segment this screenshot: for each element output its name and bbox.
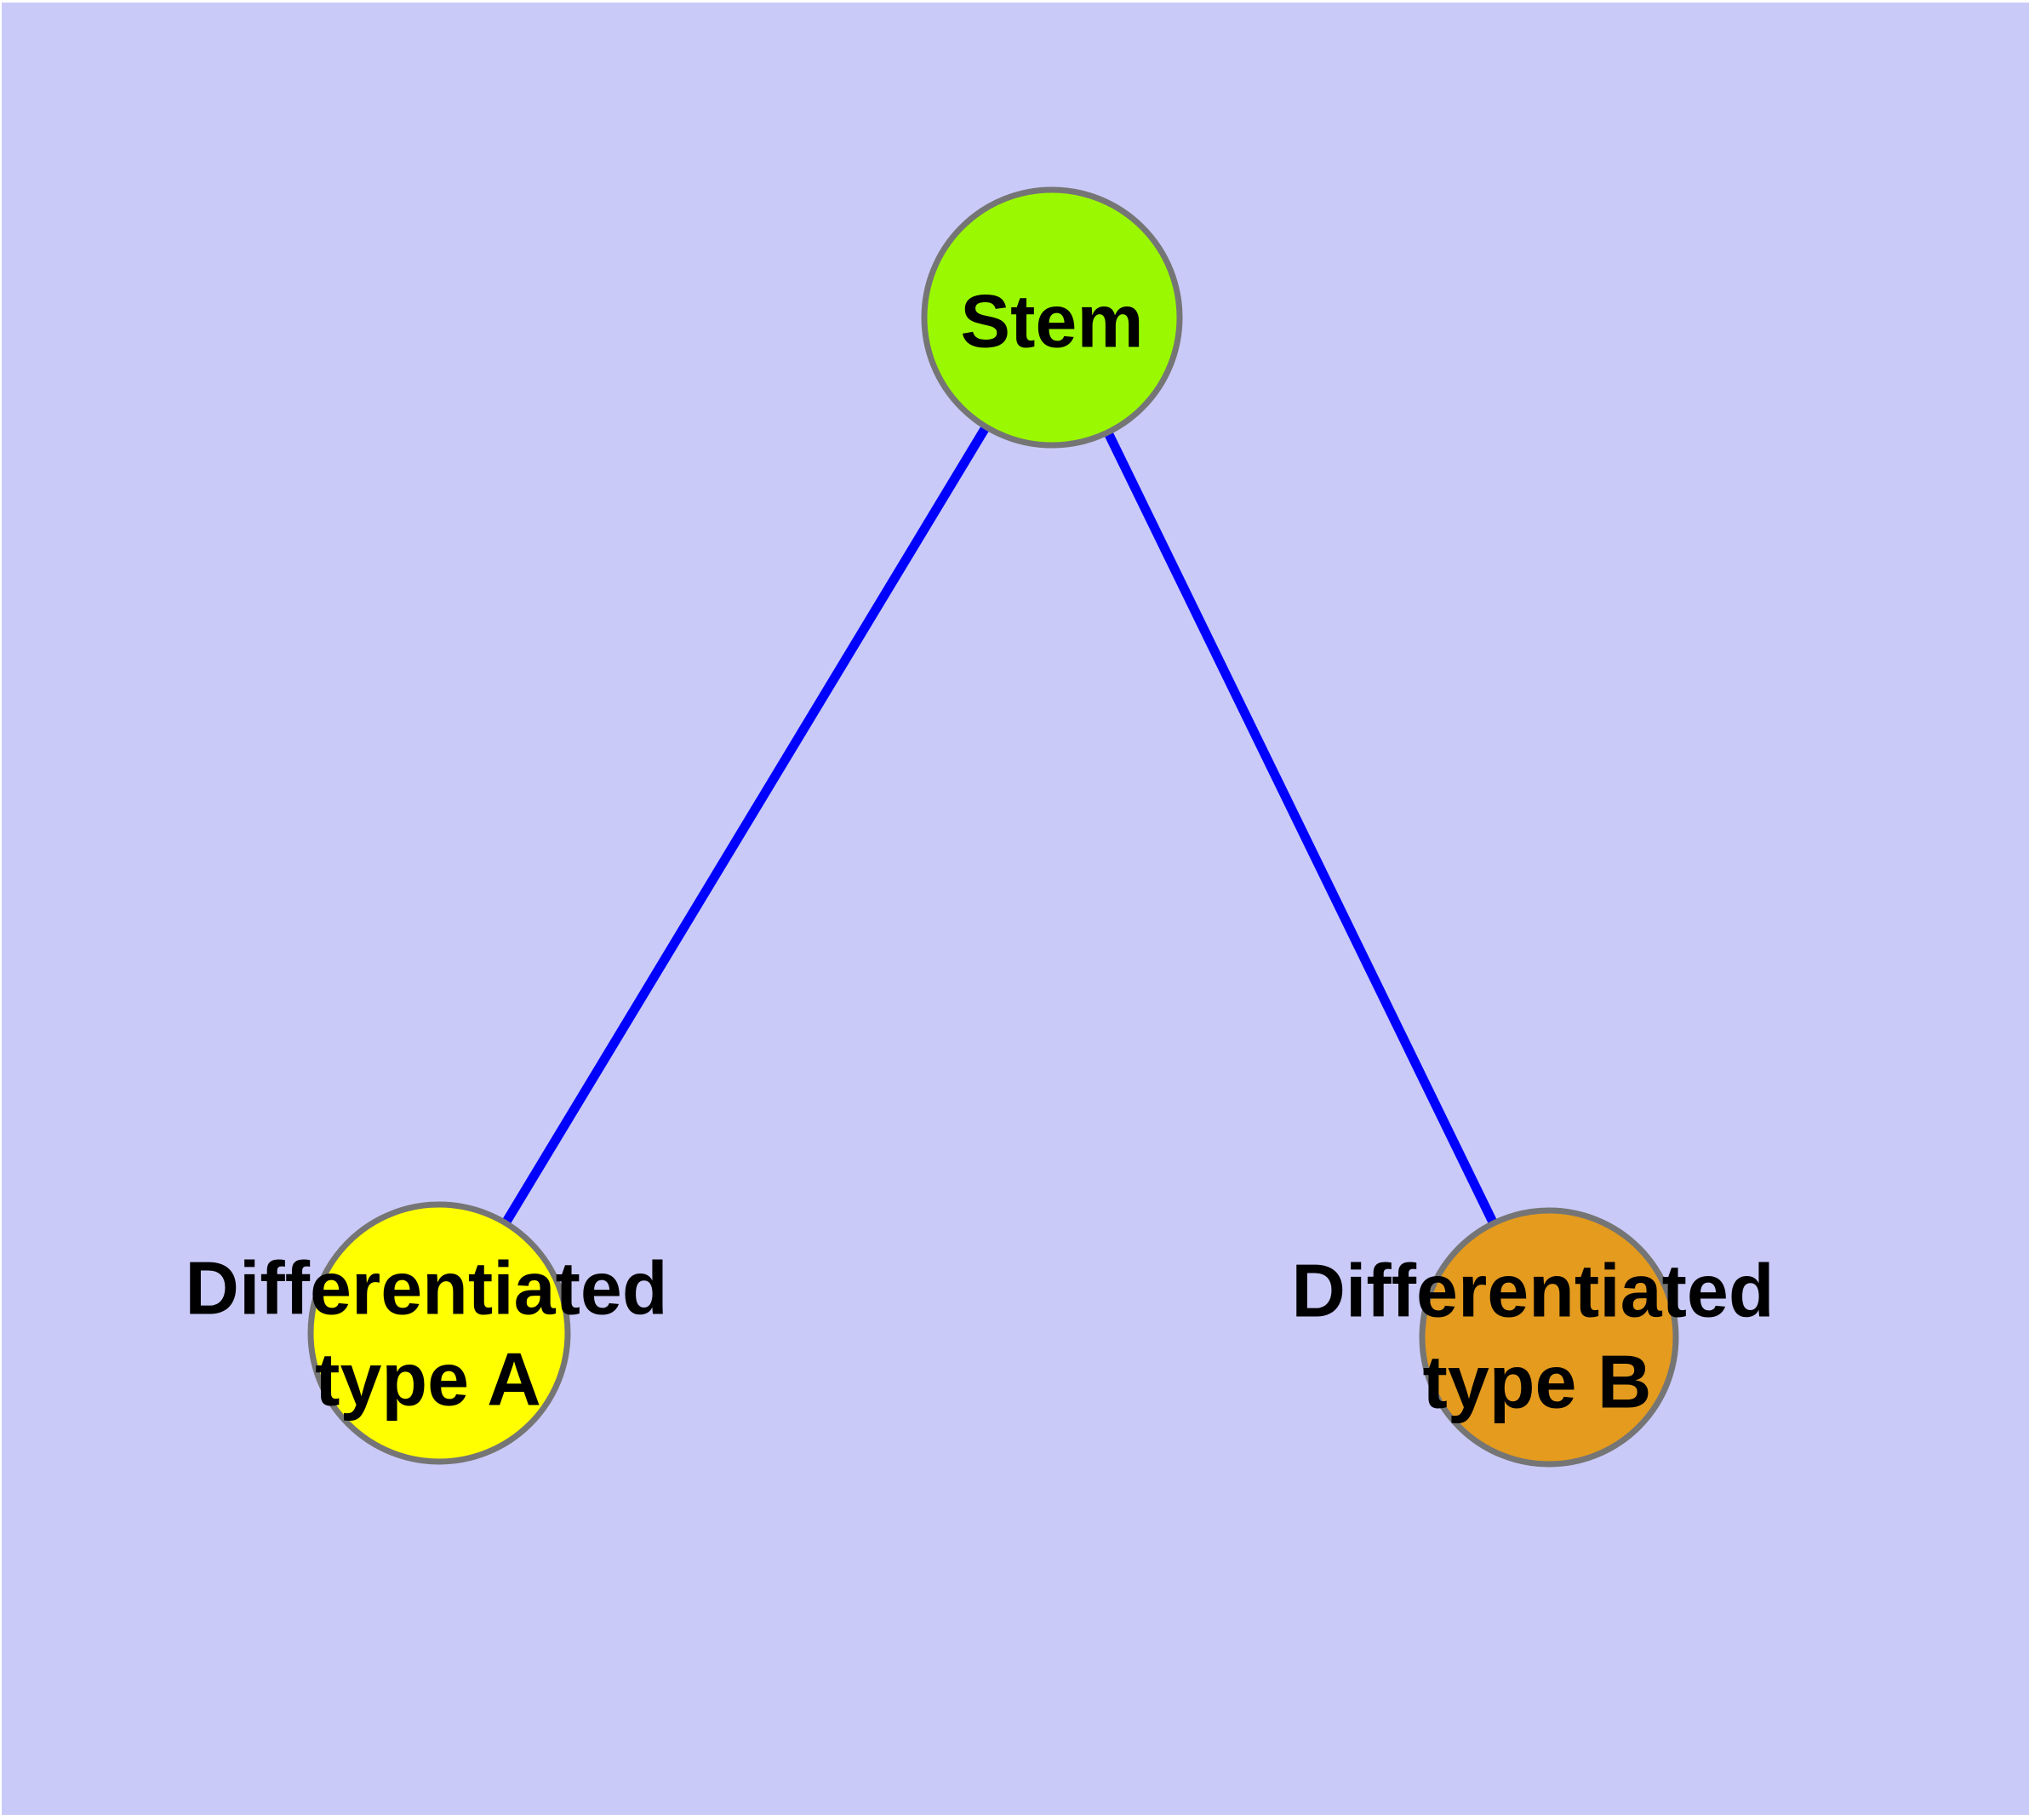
edge-layer bbox=[435, 315, 1553, 1340]
node-differentiated-type-a-label-line2: type A bbox=[315, 1337, 541, 1422]
node-differentiated-type-a-circle bbox=[307, 1201, 571, 1465]
node-stem-circle bbox=[921, 186, 1183, 449]
edge-stem-to-differentiated-type-b bbox=[1048, 315, 1553, 1340]
node-differentiated-type-b-circle bbox=[1419, 1207, 1679, 1468]
node-differentiated-type-a: Differentiated type A bbox=[185, 1201, 668, 1465]
node-differentiated-type-b-label-line1: Differentiated bbox=[1291, 1249, 1774, 1333]
edge-stem-to-differentiated-type-a bbox=[435, 315, 1056, 1336]
node-stem: Stem bbox=[921, 186, 1183, 449]
node-differentiated-type-b-label-line2: type B bbox=[1423, 1340, 1652, 1424]
node-differentiated-type-b: Differentiated type B bbox=[1291, 1207, 1775, 1468]
node-stem-label: Stem bbox=[960, 279, 1143, 363]
node-differentiated-type-a-label-line1: Differentiated bbox=[185, 1246, 667, 1331]
